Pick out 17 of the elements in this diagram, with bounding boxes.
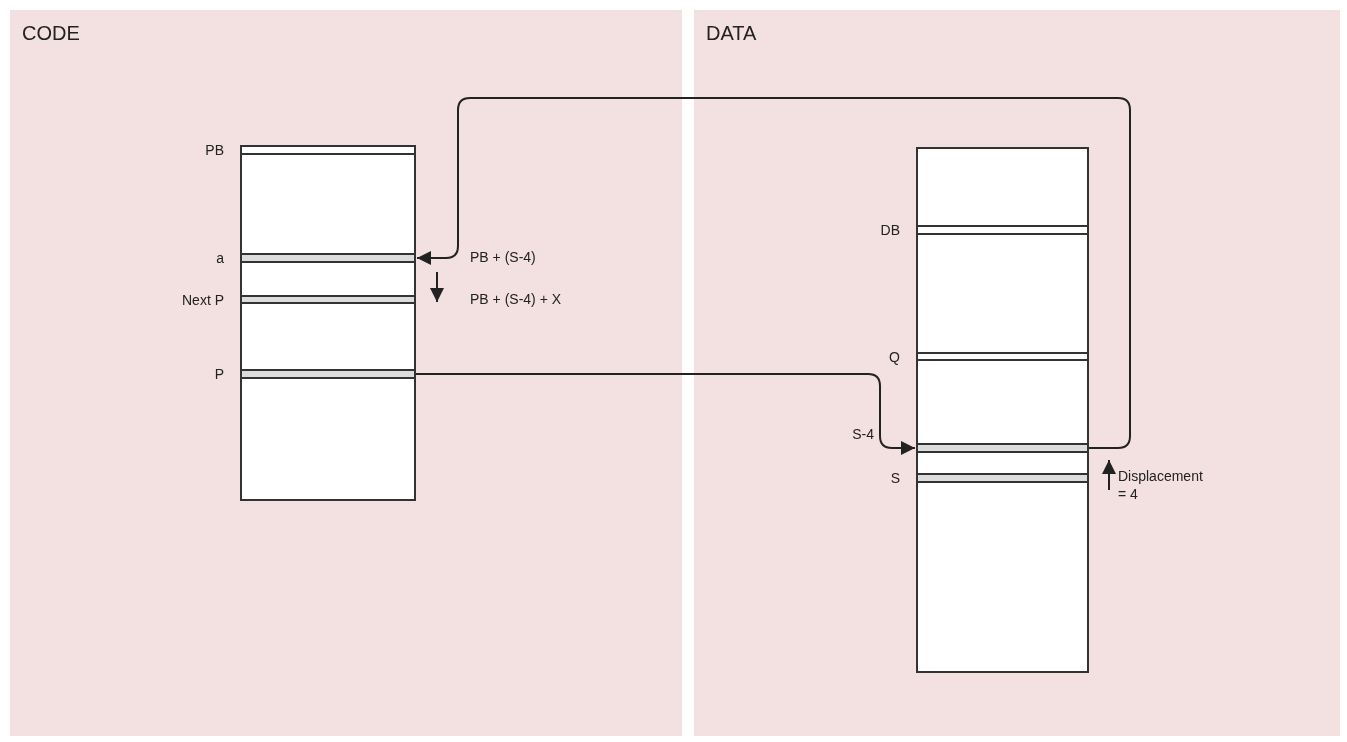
address-note: Displacement = 4	[1118, 467, 1204, 503]
address-label: S-4	[852, 426, 874, 442]
address-label: Q	[889, 348, 900, 365]
address-label: PB	[205, 142, 224, 158]
arrow	[416, 97, 1131, 449]
address-label: S	[890, 470, 900, 486]
address-note: PB + (S-4) + X	[470, 291, 562, 307]
address-label: a	[216, 250, 224, 266]
address-label: P	[214, 366, 224, 382]
address-note: PB + (S-4)	[470, 249, 536, 265]
panel	[10, 10, 682, 736]
panel-title: DATA	[706, 22, 757, 45]
panel	[694, 10, 1340, 736]
address-label: DB	[880, 222, 900, 238]
panel-title: CODE	[22, 22, 80, 45]
address-label: Next P	[182, 291, 224, 308]
arrow	[415, 373, 916, 455]
